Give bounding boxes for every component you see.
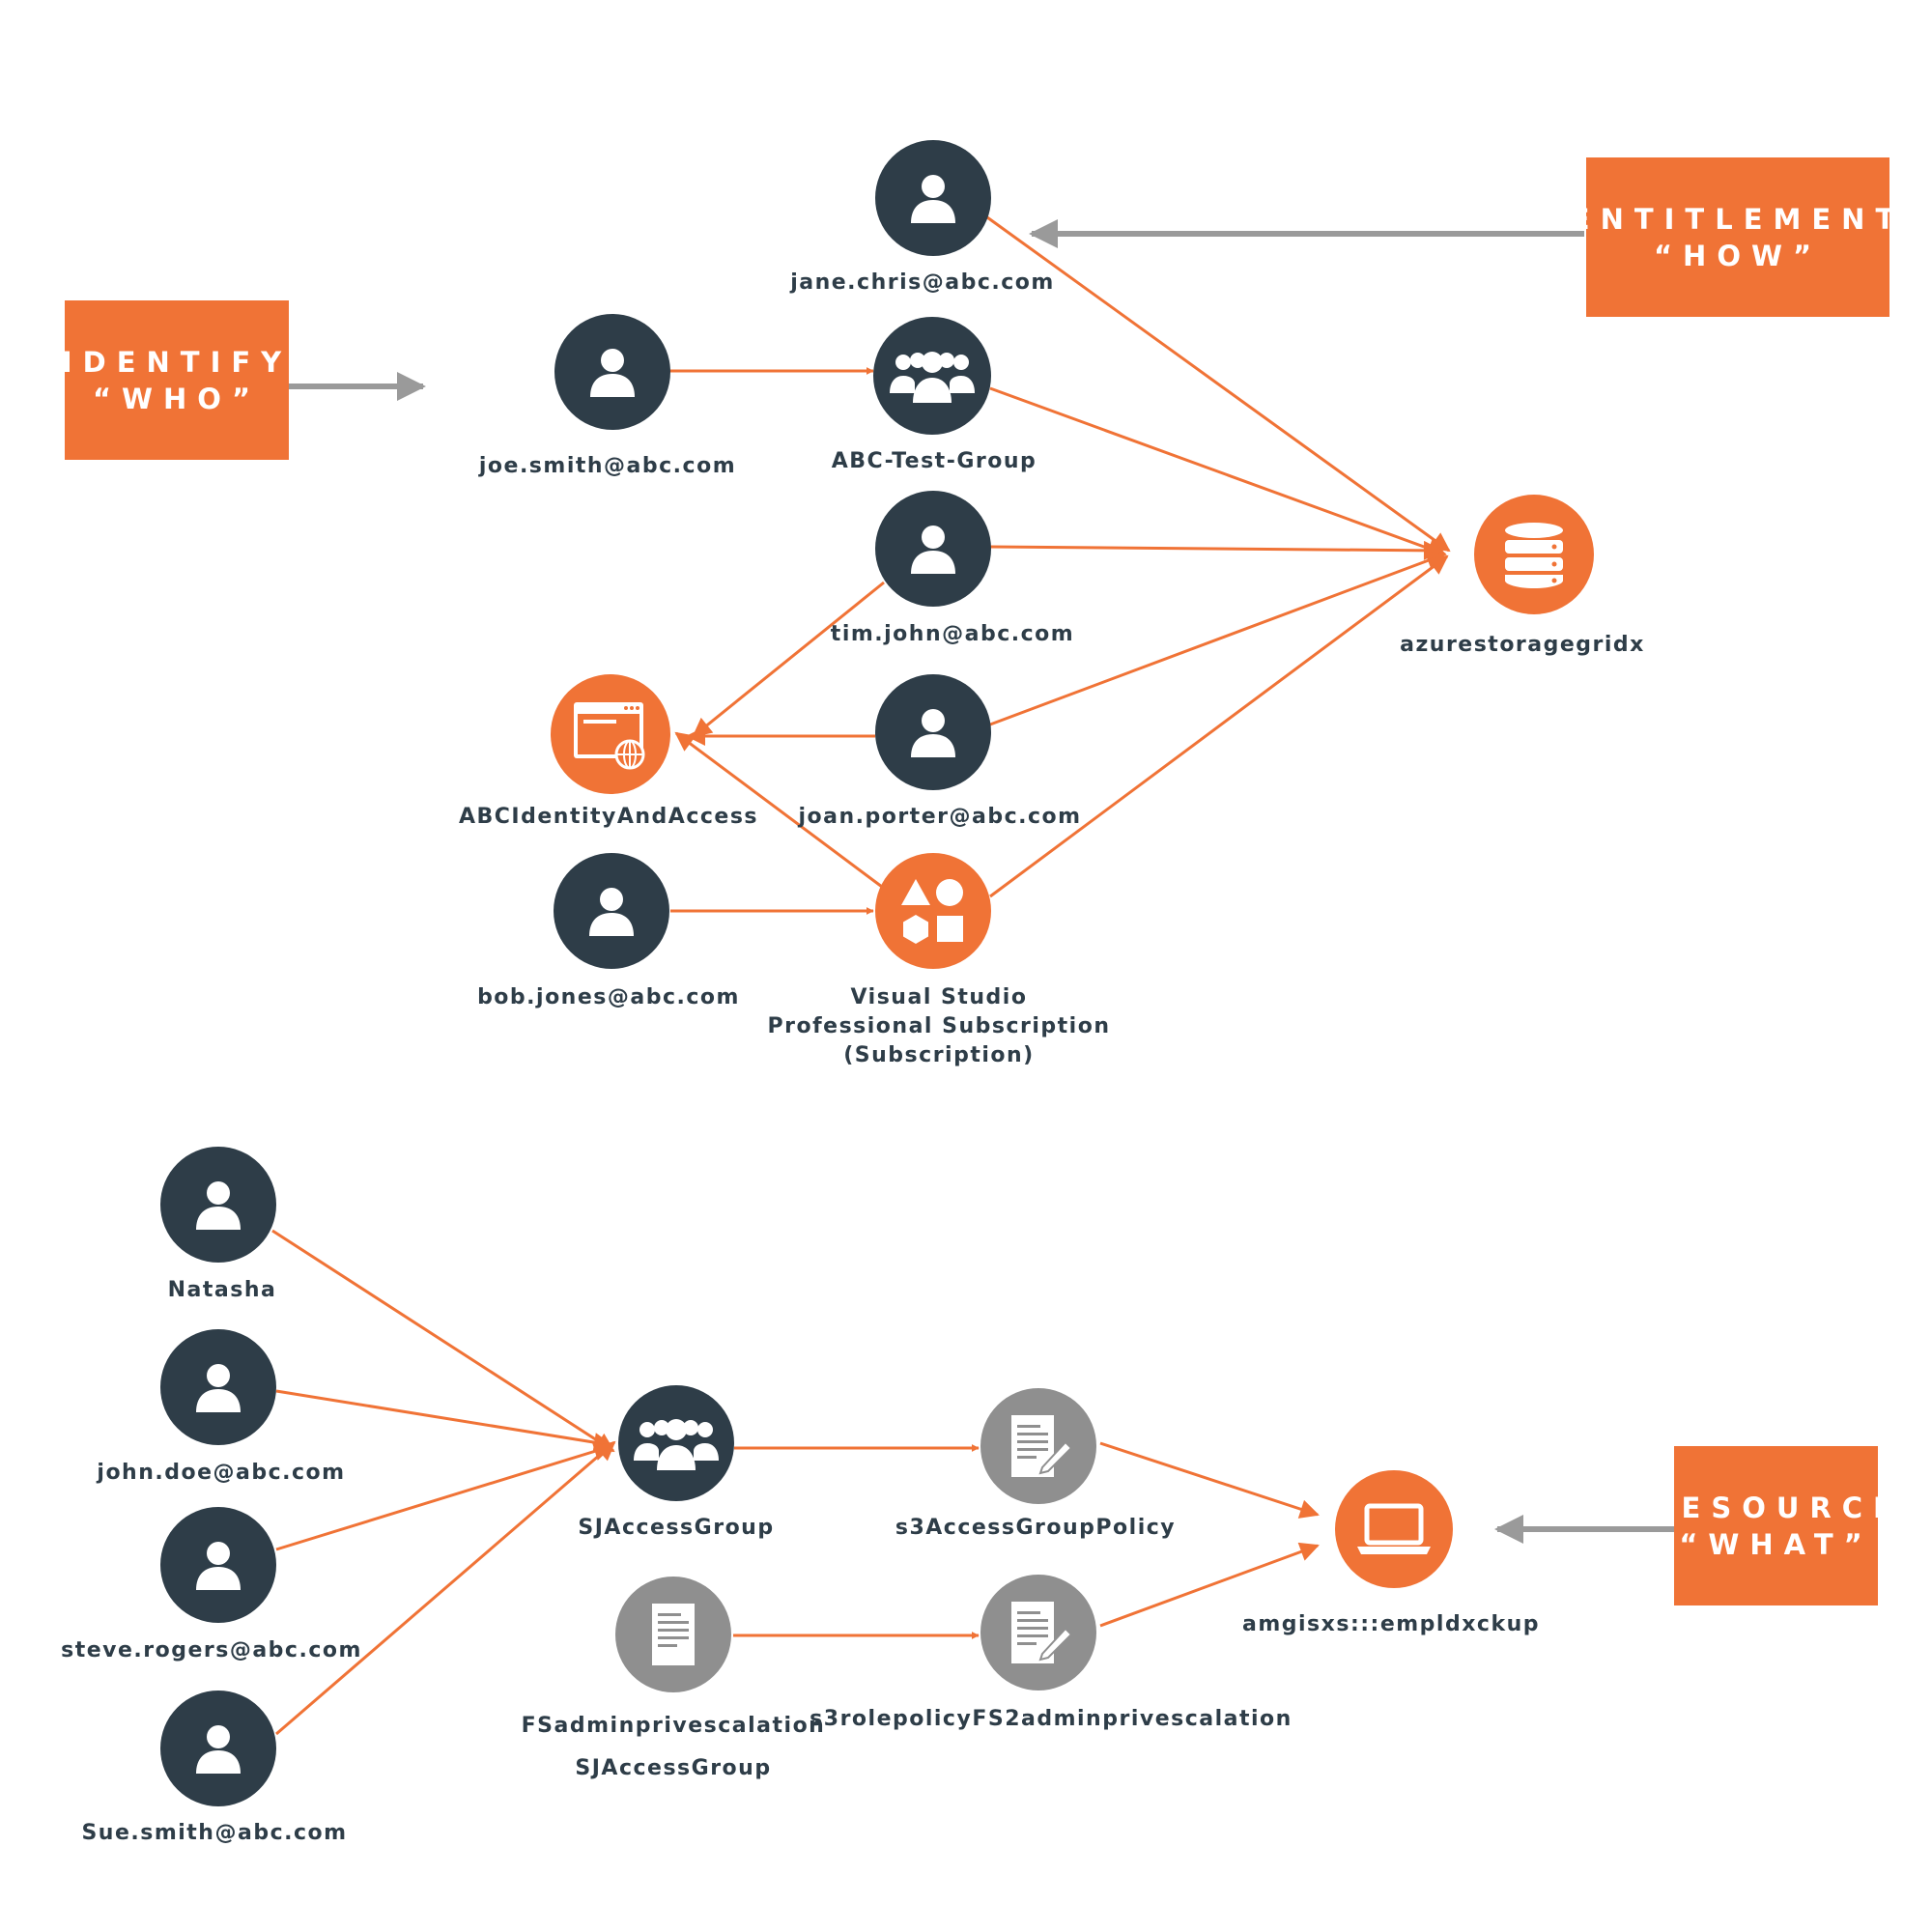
node-label-steve: steve.rogers@abc.com <box>61 1638 362 1662</box>
web-app-icon <box>574 702 645 770</box>
entitlement-how-callout: ENTITLEMENT “HOW” <box>1571 157 1894 317</box>
identify-callout-title: IDENTIFY <box>61 345 293 379</box>
user-icon <box>196 1725 241 1774</box>
user-node-sue[interactable] <box>160 1690 276 1806</box>
node-label-s3rolepolicyfs2adminprivescalation: s3rolepolicyFS2adminprivescalation <box>810 1707 1293 1731</box>
node-label-bob: bob.jones@abc.com <box>477 985 740 1009</box>
edge-vs-sub-to-storage <box>989 554 1449 898</box>
policy-edit-icon <box>1011 1602 1073 1663</box>
edge-vs-sub-to-identity-app <box>674 731 883 889</box>
node-label-jane: jane.chris@abc.com <box>790 270 1055 295</box>
node-label-fsadminprivescalation: FSadminprivescalation SJAccessGroup <box>522 1705 826 1790</box>
policy-node-s3rolepolicyfs2adminprivescalation[interactable] <box>980 1575 1096 1690</box>
user-node-natasha[interactable] <box>160 1147 276 1263</box>
user-node-bob[interactable] <box>554 853 669 969</box>
edge-s3-policy-to-resource <box>1099 1441 1320 1519</box>
node-label-azurestoragegridx: azurestoragegridx <box>1400 633 1645 657</box>
node-label-amgisxs-empldxckup: amgisxs:::empldxckup <box>1242 1612 1540 1636</box>
app-node-abcidentityandaccess[interactable] <box>551 674 670 794</box>
user-node-steve[interactable] <box>160 1507 276 1623</box>
policy-node-fsadminprivescalation[interactable] <box>615 1577 731 1692</box>
user-icon <box>911 175 955 223</box>
group-icon <box>890 352 975 403</box>
resource-callout-subtitle: “WHAT” <box>1679 1527 1873 1561</box>
user-node-jane[interactable] <box>875 140 991 256</box>
fs-label-line-2: SJAccessGroup <box>575 1756 772 1780</box>
edge-joan-to-storage <box>989 551 1446 726</box>
node-label-joe: joe.smith@abc.com <box>478 454 737 478</box>
laptop-icon <box>1357 1503 1431 1554</box>
resource-node-azurestoragegridx[interactable] <box>1474 495 1594 614</box>
group-icon <box>634 1419 719 1470</box>
user-icon <box>196 1542 241 1590</box>
group-node-abc-test-group[interactable] <box>873 317 991 435</box>
node-label-tim: tim.john@abc.com <box>830 622 1075 646</box>
vs-label-line-2: Professional Subscription <box>767 1014 1111 1038</box>
fs-label-line-1: FSadminprivescalation <box>521 1714 826 1738</box>
node-label-abc-test-group: ABC-Test-Group <box>831 449 1037 473</box>
resource-node-amgisxs-empldxckup[interactable] <box>1335 1470 1453 1588</box>
user-icon <box>590 349 635 397</box>
edge-john-to-sj-group <box>275 1389 613 1453</box>
identify-callout-subtitle: “WHO” <box>92 382 262 415</box>
edge-steve-to-sj-group <box>275 1441 613 1551</box>
edge-sue-to-sj-group <box>275 1440 616 1736</box>
node-label-john: john.doe@abc.com <box>97 1461 346 1485</box>
user-node-joe[interactable] <box>554 314 670 430</box>
user-node-tim[interactable] <box>875 491 991 607</box>
node-label-abcidentityandaccess: ABCIdentityAndAccess <box>458 805 759 829</box>
user-icon <box>911 526 955 574</box>
user-icon <box>196 1181 241 1230</box>
policy-node-s3accessgrouppolicy[interactable] <box>980 1388 1096 1504</box>
group-node-sjaccessgroup[interactable] <box>618 1385 734 1501</box>
edge-abc-group-to-storage <box>989 386 1447 558</box>
node-label-sue: Sue.smith@abc.com <box>81 1821 348 1845</box>
resource-what-callout: RESOURCE “WHAT” <box>1649 1446 1892 1605</box>
user-node-joan[interactable] <box>875 674 991 790</box>
document-icon <box>652 1604 695 1665</box>
user-icon <box>196 1364 241 1412</box>
node-label-visual-studio-subscription: Visual Studio Professional Subscription … <box>768 983 1111 1070</box>
edge-jane-to-storage <box>986 215 1451 553</box>
subscription-node-visual-studio[interactable] <box>875 853 991 969</box>
database-icon <box>1505 523 1563 588</box>
user-node-john[interactable] <box>160 1329 276 1445</box>
entitlement-callout-subtitle: “HOW” <box>1653 239 1823 272</box>
entitlement-callout-title: ENTITLEMENT <box>1570 202 1906 236</box>
edge-tim-to-storage <box>989 540 1443 560</box>
user-icon <box>911 709 955 757</box>
node-label-natasha: Natasha <box>167 1278 277 1302</box>
resource-callout-title: RESOURCE <box>1649 1491 1903 1524</box>
edge-tim-to-identity-app <box>692 581 885 738</box>
vs-label-line-1: Visual Studio <box>850 985 1028 1009</box>
shapes-icon <box>901 879 963 944</box>
node-label-s3accessgrouppolicy: s3AccessGroupPolicy <box>895 1516 1177 1540</box>
user-icon <box>589 888 634 936</box>
edge-s3-role-policy-to-resource <box>1099 1542 1320 1628</box>
identify-who-callout: IDENTIFY “WHO” <box>61 300 293 460</box>
edge-natasha-to-sj-group <box>271 1229 615 1453</box>
node-label-sjaccessgroup: SJAccessGroup <box>578 1516 775 1540</box>
policy-edit-icon <box>1011 1415 1073 1477</box>
vs-label-line-3: (Subscription) <box>843 1043 1035 1067</box>
node-label-joan: joan.porter@abc.com <box>798 805 1082 829</box>
